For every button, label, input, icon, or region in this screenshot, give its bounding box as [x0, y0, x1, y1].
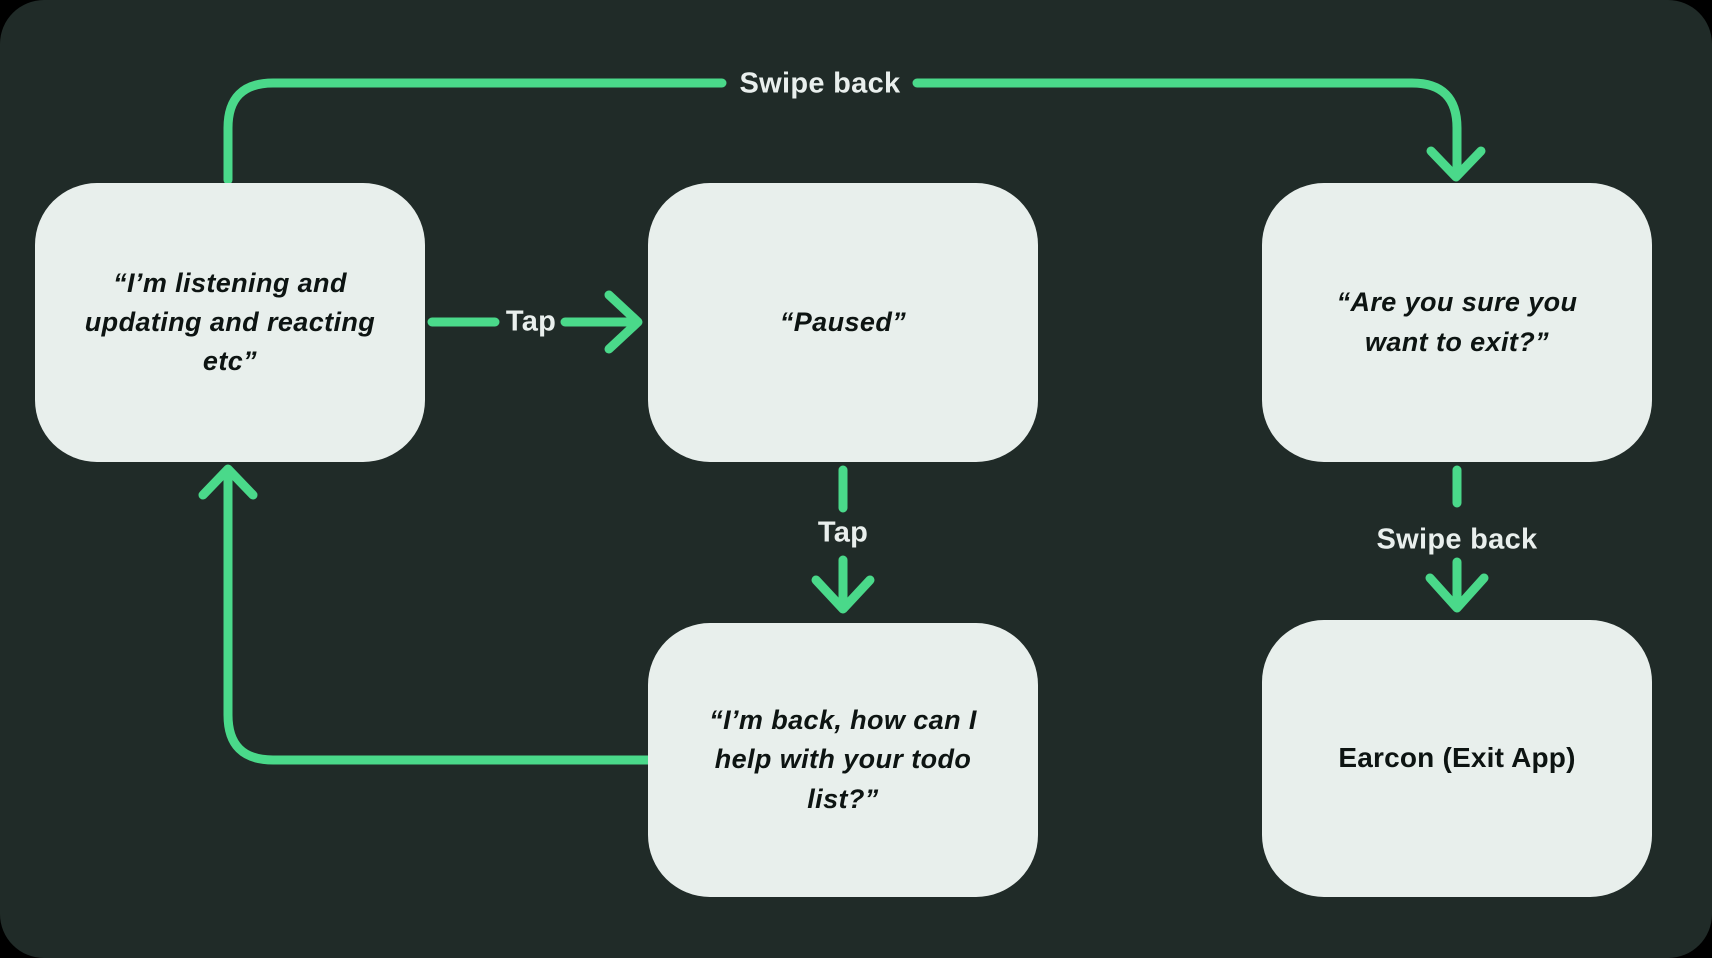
edge-label-swipe-back-right: Swipe back — [1376, 523, 1538, 556]
edge-label-swipe-back-top: Swipe back — [739, 67, 901, 100]
edge-label-tap-horizontal: Tap — [505, 305, 557, 338]
node-earcon: Earcon (Exit App) — [1262, 620, 1652, 897]
node-exit-confirm: “Are you sure you want to exit?” — [1262, 183, 1652, 462]
node-back-text: “I’m back, how can I help with your todo… — [709, 705, 977, 814]
node-back: “I’m back, how can I help with your todo… — [648, 623, 1038, 897]
node-paused: “Paused” — [648, 183, 1038, 462]
node-listening-text: “I’m listening and updating and reacting… — [84, 267, 376, 377]
node-earcon-text: Earcon (Exit App) — [1338, 742, 1576, 774]
edge-label-tap-vertical: Tap — [817, 516, 869, 549]
node-paused-text: “Paused” — [779, 306, 907, 337]
node-exit-confirm-text: “Are you sure you want to exit?” — [1336, 287, 1578, 357]
node-listening: “I’m listening and updating and reacting… — [35, 183, 425, 462]
